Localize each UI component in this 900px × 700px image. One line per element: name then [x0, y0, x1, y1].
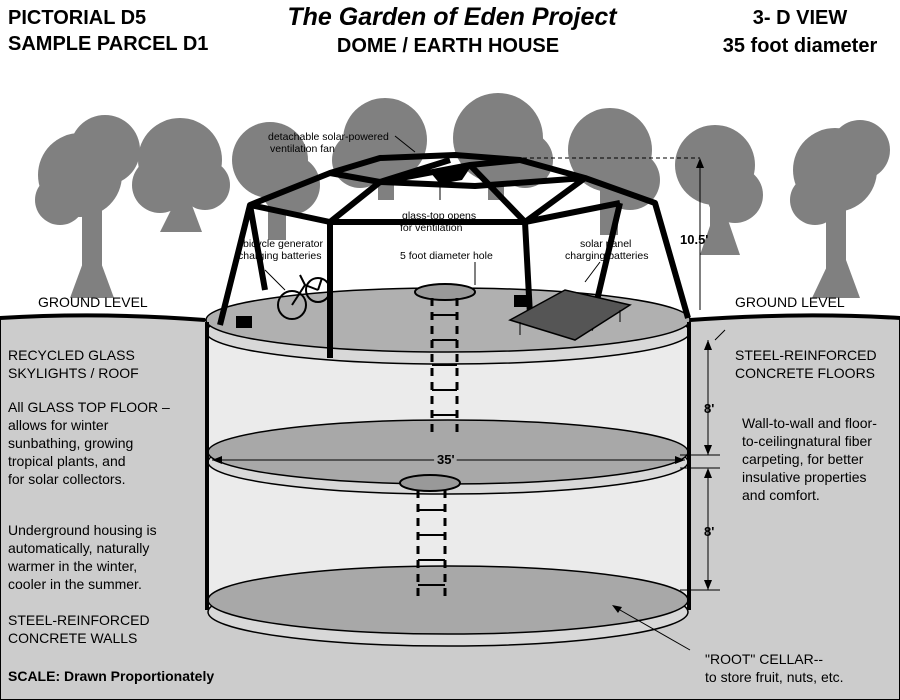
bicycle-label-1: bicycle generator [243, 238, 323, 250]
pointer-lines [212, 135, 726, 651]
note-text: "ROOT" CELLAR-- [705, 651, 823, 667]
page-subtitle: DOME / EARTH HOUSE [337, 35, 559, 57]
note-text: and comfort. [742, 487, 820, 503]
arrowheads [212, 158, 712, 613]
tree-icon [132, 118, 230, 232]
glass-top-label-2: for ventilation [400, 222, 463, 234]
tree-icon [568, 108, 660, 235]
ladder-icon [416, 298, 459, 602]
diameter-label: 35' [437, 452, 455, 467]
hole-top [414, 283, 476, 301]
scale-note: SCALE: Drawn Proportionately [8, 668, 214, 684]
note-text: SKYLIGHTS / ROOF [8, 365, 139, 381]
solar-label-2: charging batteries [565, 250, 648, 262]
note-text: CONCRETE FLOORS [735, 365, 875, 381]
ground-level-left: GROUND LEVEL [38, 294, 148, 310]
note-text: Underground housing is [8, 522, 157, 538]
note-text: for solar collectors. [8, 471, 125, 487]
ground-line [0, 313, 900, 322]
header-right-2: 35 foot diameter [723, 35, 878, 57]
tree-icon [35, 115, 140, 298]
note-text: RECYCLED GLASS [8, 347, 135, 363]
header-left-1: PICTORIAL D5 [8, 7, 146, 29]
floor2-height: 8' [704, 524, 714, 539]
note-text: All GLASS TOP FLOOR – [8, 399, 170, 415]
note-text: STEEL-REINFORCED [8, 612, 150, 628]
note-text: sunbathing, growing [8, 435, 133, 451]
solar-panel-icon [508, 289, 632, 341]
hole-label: 5 foot diameter hole [400, 250, 493, 262]
cellar-floor [207, 565, 689, 635]
glass-top-label-1: glass-top opens [402, 210, 476, 222]
hole-middle [399, 474, 461, 492]
bicycle-label-2: charging batteries [238, 250, 321, 262]
note-text: tropical plants, and [8, 453, 126, 469]
note-text: automatically, naturally [8, 540, 149, 556]
header-right-1: 3- D VIEW [753, 7, 848, 29]
solar-label-1: solar panel [580, 238, 631, 250]
ground-level-right: GROUND LEVEL [735, 294, 845, 310]
note-text: warmer in the winter, [7, 558, 137, 574]
tree-icon [790, 120, 890, 298]
fan-label-1: detachable solar-powered [268, 131, 389, 143]
trees [35, 93, 890, 298]
note-text: cooler in the summer. [8, 576, 142, 592]
note-text: to-ceilingnatural fiber [742, 433, 872, 449]
battery-icon [236, 316, 252, 328]
bicycle-generator-icon [277, 274, 331, 320]
note-text: STEEL-REINFORCED [735, 347, 877, 363]
note-text: carpeting, for better [742, 451, 864, 467]
dome-height: 10.5' [680, 232, 708, 247]
fan-label-2: ventilation fan [270, 143, 335, 155]
battery-icon [514, 295, 530, 307]
ladder-rungs [418, 314, 457, 586]
page-title: The Garden of Eden Project [287, 3, 618, 31]
header-left-2: SAMPLE PARCEL D1 [8, 33, 208, 55]
note-text: allows for winter [8, 417, 109, 433]
tree-icon [675, 125, 763, 255]
floor1-height: 8' [704, 401, 714, 416]
right-notes: STEEL-REINFORCED CONCRETE FLOORS Wall-to… [705, 347, 877, 685]
note-text: to store fruit, nuts, etc. [705, 669, 844, 685]
fan-icon [430, 168, 470, 184]
note-text: Wall-to-wall and floor- [742, 415, 877, 431]
note-text: insulative properties [742, 469, 867, 485]
note-text: CONCRETE WALLS [8, 630, 137, 646]
left-notes: RECYCLED GLASS SKYLIGHTS / ROOF All GLAS… [7, 347, 170, 646]
